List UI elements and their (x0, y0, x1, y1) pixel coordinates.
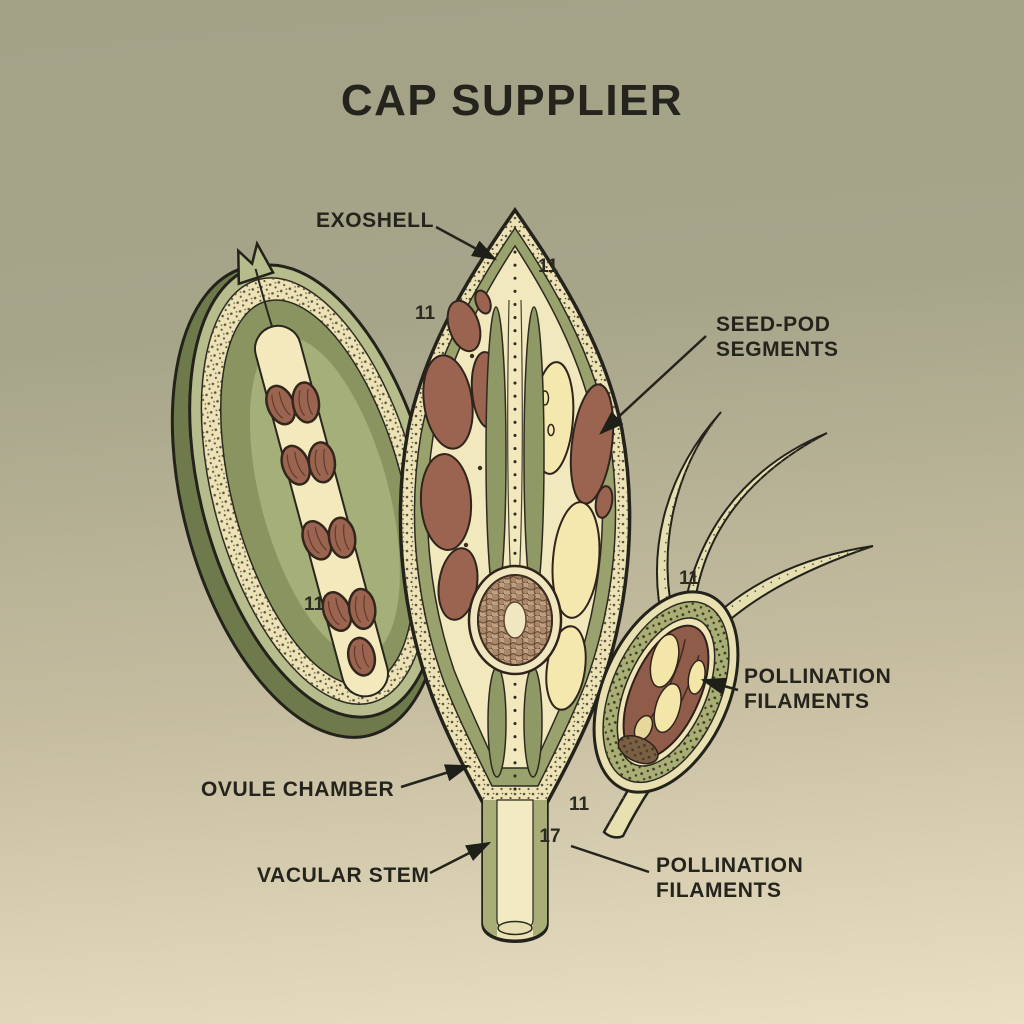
ovule (467, 564, 563, 676)
label-pollination-filaments-right: POLLINATION FILAMENTS (744, 665, 892, 713)
left-pod-cross-section (170, 240, 445, 739)
part-number-marker: 11 (303, 594, 325, 615)
label-vacular-stem: VACULAR STEM (257, 864, 430, 887)
page-title: CAP SUPPLIER (340, 76, 684, 125)
annotation-lines (400, 225, 739, 875)
central-column (485, 250, 545, 917)
pollination-filaments-bottom-line (570, 844, 650, 874)
label-pollination-filaments-bottom: POLLINATION FILAMENTS (656, 854, 804, 902)
part-number-marker: 11 (537, 256, 559, 277)
pollination-filaments-right-arrow (700, 677, 739, 695)
right-pod (592, 411, 874, 839)
part-number-marker: 11 (568, 794, 590, 815)
part-number-marker: 11 (414, 303, 436, 324)
label-ovule-chamber: OVULE CHAMBER (201, 778, 395, 801)
part-number-marker: 17 (539, 826, 561, 847)
vacular-stem-arrow (429, 841, 492, 875)
exoshell-arrow (435, 225, 498, 261)
label-exoshell: EXOSHELL (316, 209, 434, 232)
part-number-marker: 11 (678, 568, 700, 589)
left-pod-seeds (265, 381, 377, 677)
vacular-stem (483, 799, 547, 936)
left-pod-tip-notch (236, 240, 275, 286)
label-seed-pod-segments: SEED-POD SEGMENTS (716, 313, 839, 361)
seed-pod-segments-arrow (599, 335, 707, 435)
ovule-chamber-arrow (400, 764, 471, 789)
